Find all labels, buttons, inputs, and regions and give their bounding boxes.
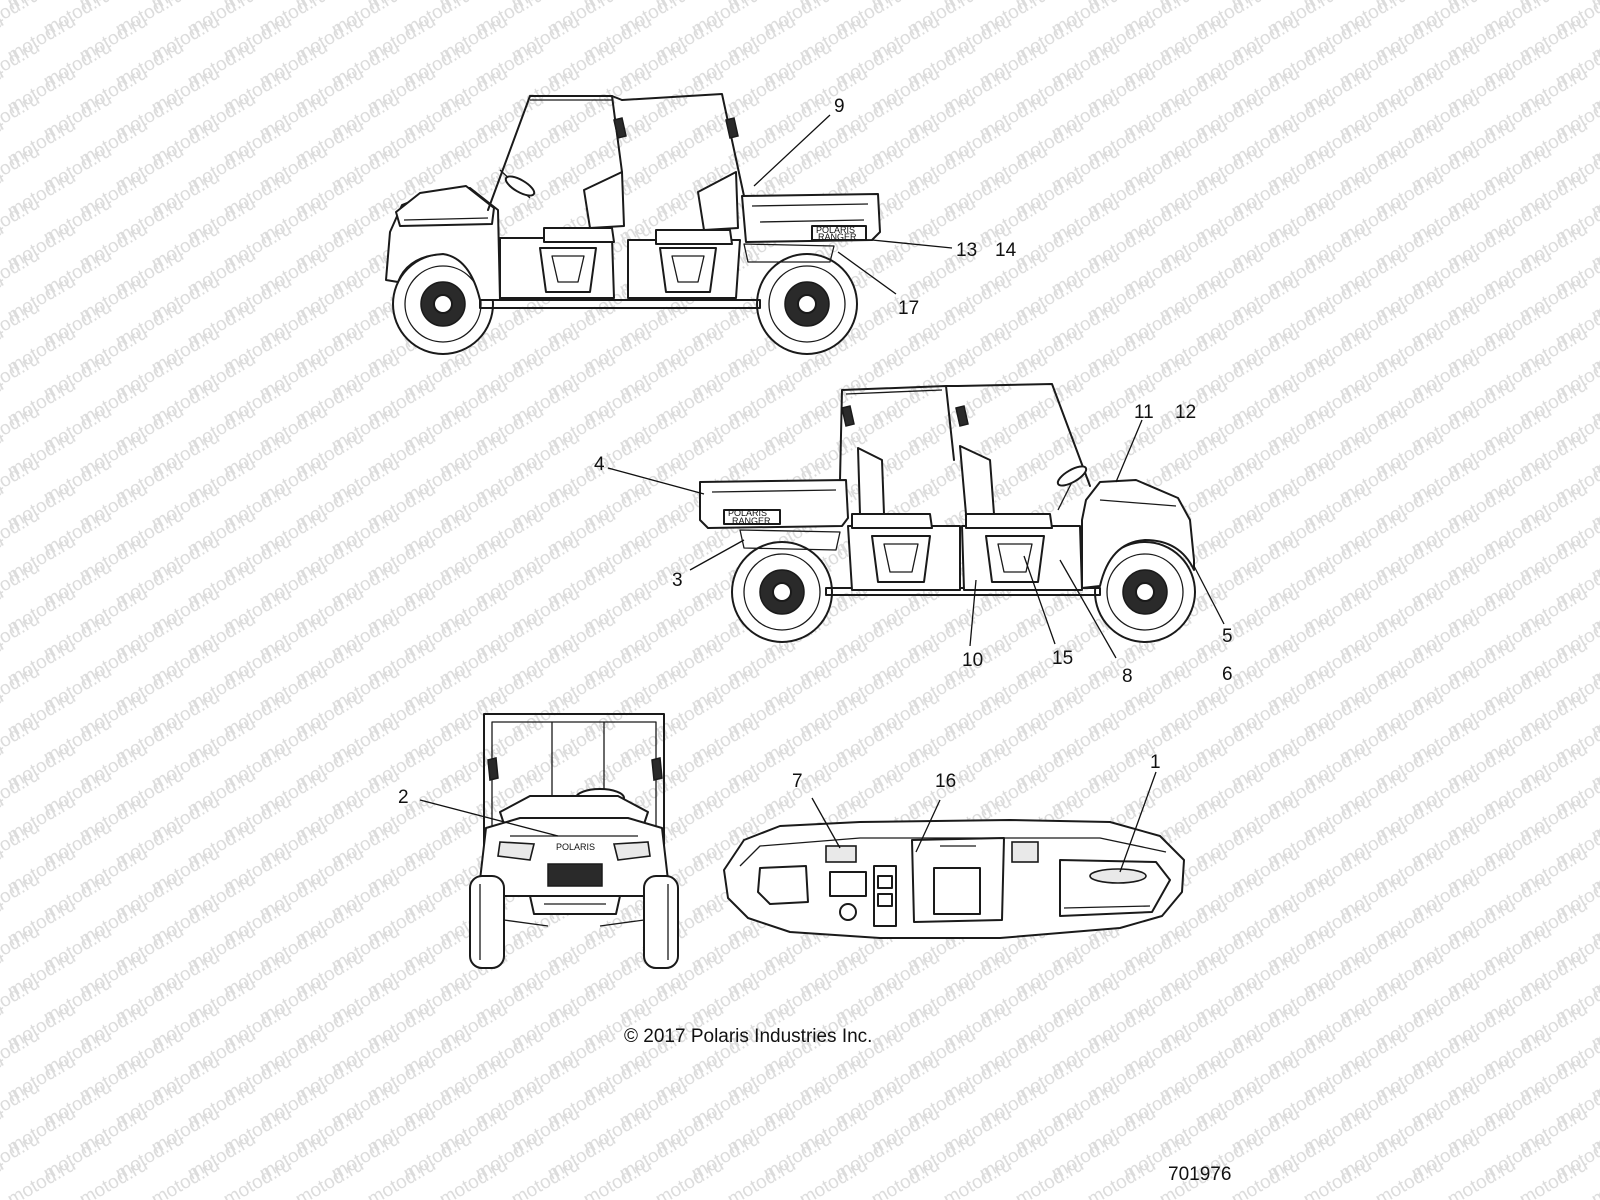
callout-8: 8	[1122, 666, 1133, 687]
callout-15: 15	[1052, 648, 1073, 669]
callout-5: 5	[1222, 626, 1233, 647]
dashboard-view	[723, 819, 1185, 939]
left-side-badge-model: RANGER	[818, 232, 857, 242]
callout-11: 11	[1134, 402, 1154, 423]
callout-12: 12	[1175, 402, 1196, 423]
callout-4: 4	[594, 454, 605, 475]
diagram-part-number: 701976	[1168, 1164, 1231, 1185]
callout-13: 13	[956, 240, 977, 261]
callout-14: 14	[995, 240, 1017, 261]
callout-3: 3	[672, 570, 683, 591]
front-hood-logo: POLARIS	[556, 842, 595, 852]
callout-1: 1	[1150, 752, 1161, 773]
callout-7: 7	[792, 771, 803, 792]
callout-10: 10	[962, 650, 983, 671]
callout-2: 2	[398, 787, 409, 808]
right-side-badge-model: RANGER	[732, 516, 771, 526]
copyright-notice: © 2017 Polaris Industries Inc.	[624, 1026, 872, 1047]
callout-6: 6	[1222, 664, 1233, 685]
callout-17: 17	[898, 298, 919, 319]
callout-16: 16	[935, 771, 956, 792]
callout-9: 9	[834, 96, 845, 117]
